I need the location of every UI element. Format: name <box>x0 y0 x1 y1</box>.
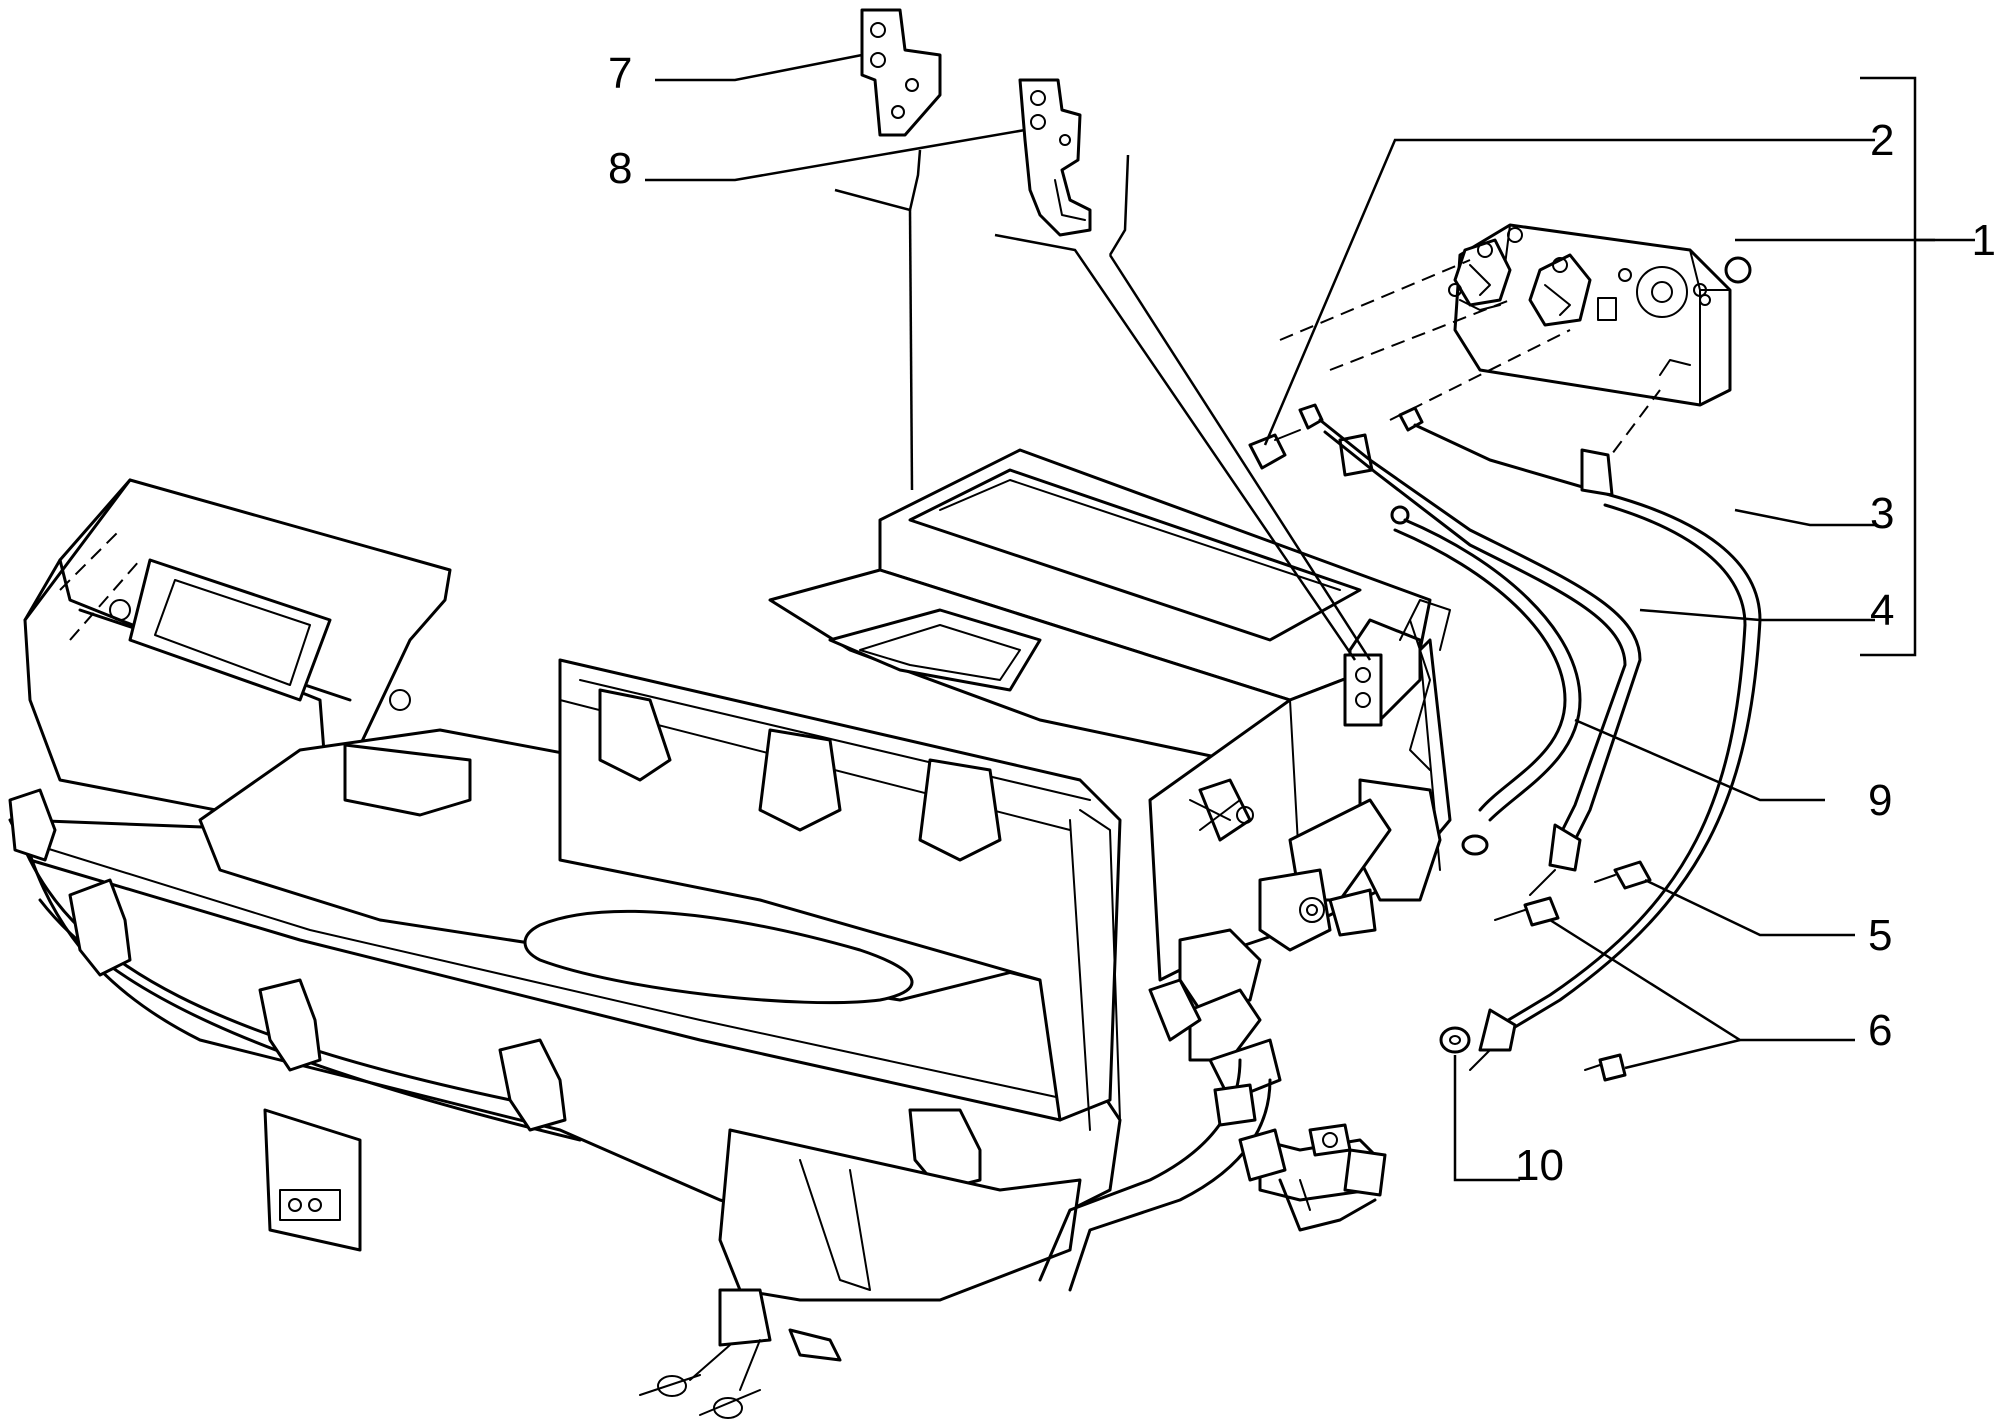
washer-10 <box>1439 1026 1471 1054</box>
callout-3: 3 <box>1870 489 1894 538</box>
callout-9: 9 <box>1868 776 1892 825</box>
heater-housing <box>8 448 1452 1419</box>
callout-4: 4 <box>1870 586 1894 635</box>
screw-6-upper <box>1494 896 1560 927</box>
screw-6-lower <box>1584 1053 1627 1082</box>
callout-7: 7 <box>608 49 632 98</box>
callout-labels: 1 2 3 4 5 6 7 8 9 10 <box>608 49 1996 1190</box>
callout-5: 5 <box>1868 911 1892 960</box>
callout-6: 6 <box>1868 1006 1892 1055</box>
assembly-guides <box>1279 259 1661 471</box>
bracket-7 <box>860 8 942 137</box>
callout-2: 2 <box>1870 116 1894 165</box>
callout-8: 8 <box>608 144 632 193</box>
callout-1: 1 <box>1972 216 1996 265</box>
cable-9 <box>1390 505 1582 856</box>
screw-2 <box>1248 429 1301 470</box>
cable-4 <box>1298 403 1642 896</box>
bracket-8 <box>1018 78 1092 237</box>
control-panel-assembly <box>1448 223 1752 407</box>
screw-5 <box>1594 860 1652 890</box>
callout-10: 10 <box>1515 1141 1564 1190</box>
leader-lines <box>645 53 1975 1182</box>
cable-3 <box>1398 406 1762 1071</box>
